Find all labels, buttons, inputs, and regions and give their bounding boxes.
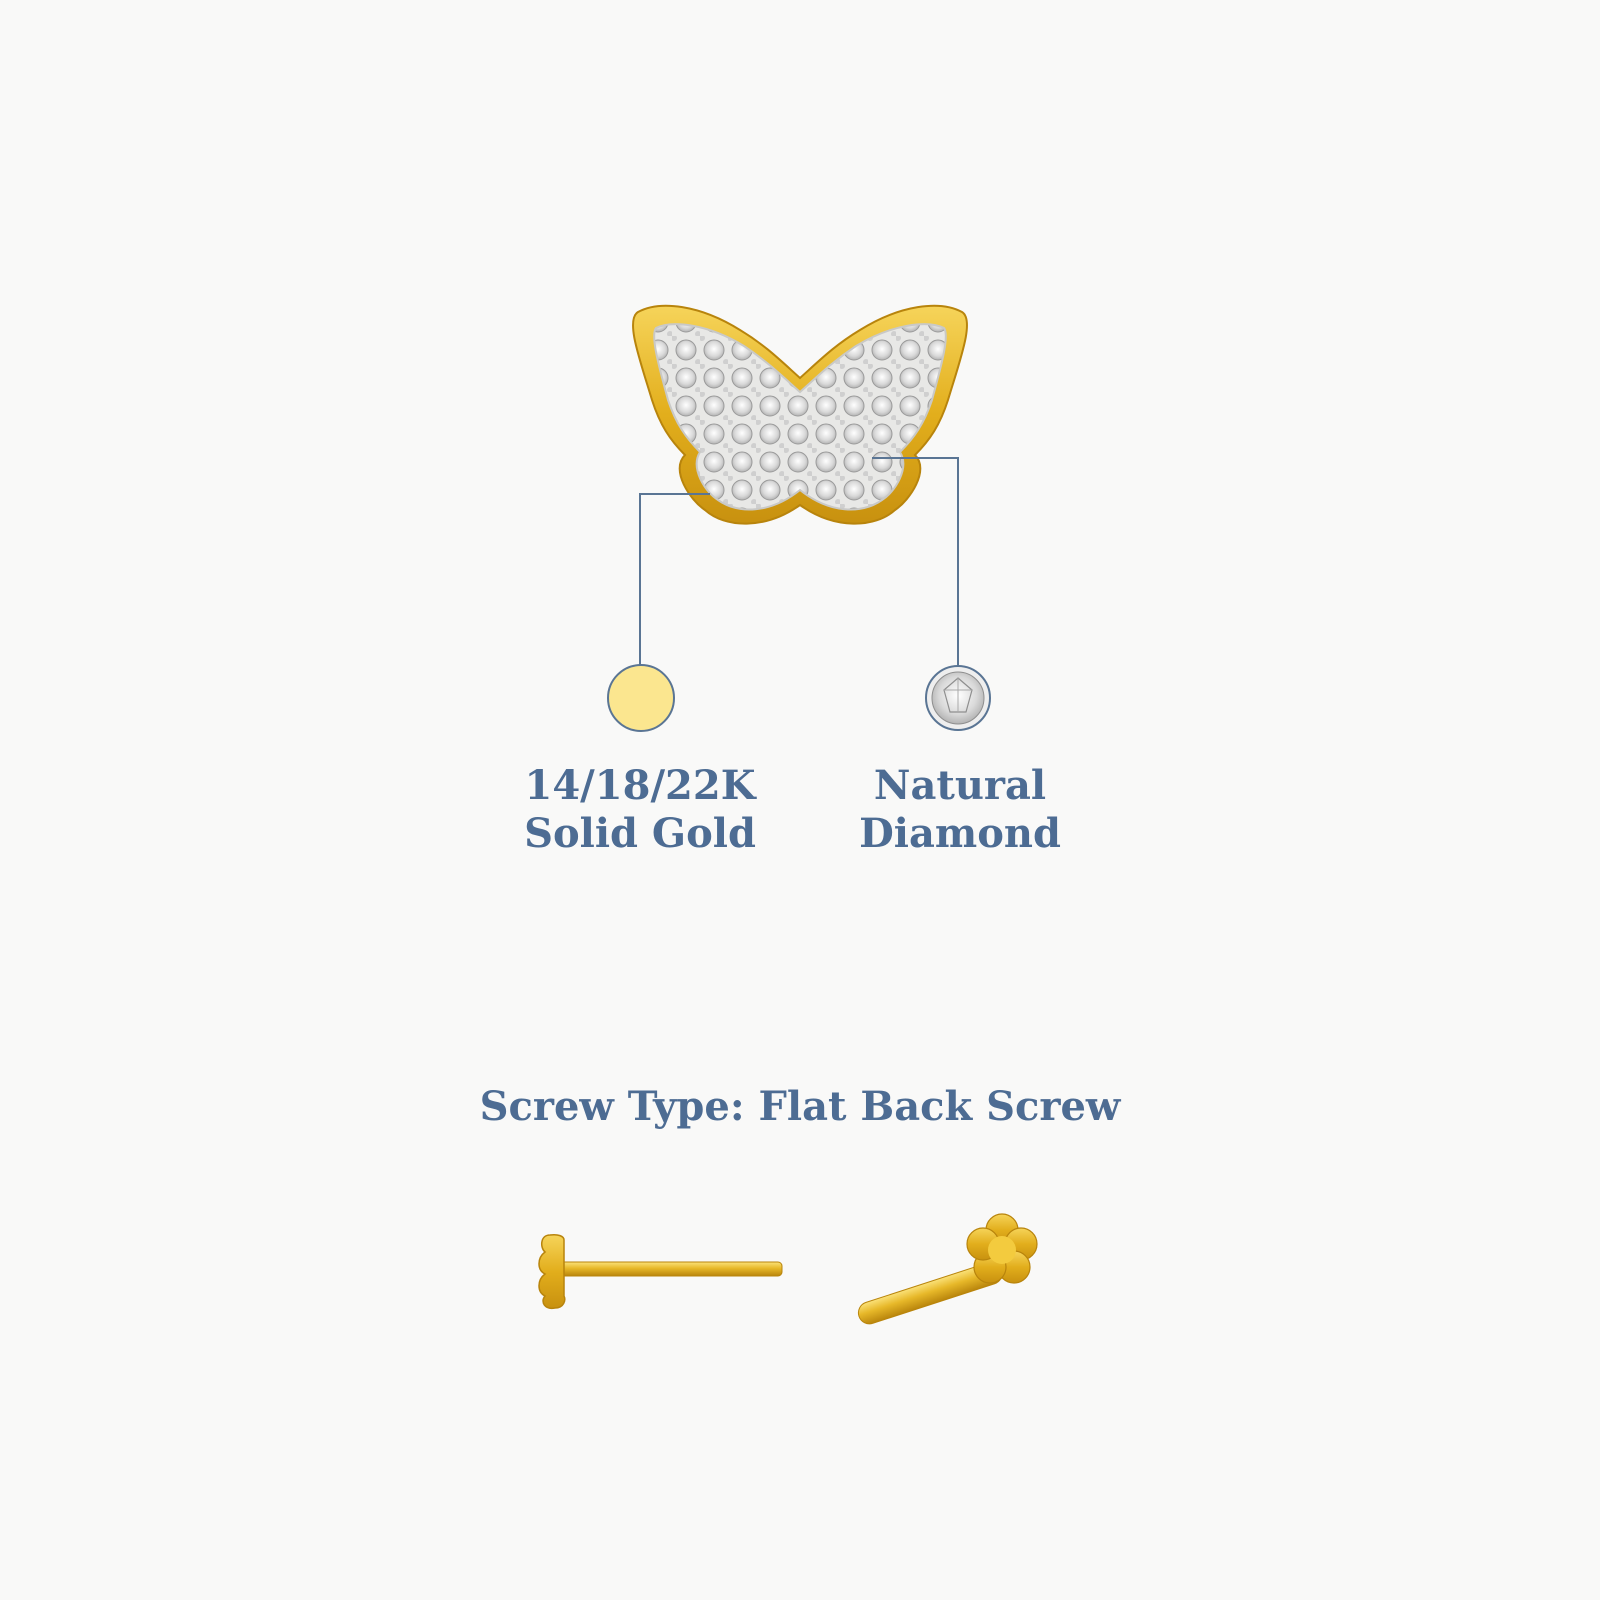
flat-back-screw-side-icon <box>538 1234 783 1310</box>
gold-swatch <box>607 664 675 732</box>
gold-label-line2: Solid Gold <box>524 810 756 857</box>
gold-material-label: 14/18/22K Solid Gold <box>480 762 800 858</box>
gold-label-line1: 14/18/22K <box>524 762 756 809</box>
gold-connector-line <box>639 493 710 665</box>
flat-back-screw-angled-icon <box>857 1213 1038 1325</box>
diamond-connector-line <box>872 457 959 666</box>
diamond-label-line2: Diamond <box>859 810 1061 857</box>
screw-type-title: Screw Type: Flat Back Screw <box>479 1083 1121 1130</box>
diamond-swatch <box>925 665 991 731</box>
butterfly-stud-icon <box>632 304 968 525</box>
diamond-label-line1: Natural <box>873 762 1047 809</box>
diamond-material-label: Natural Diamond <box>800 762 1120 858</box>
